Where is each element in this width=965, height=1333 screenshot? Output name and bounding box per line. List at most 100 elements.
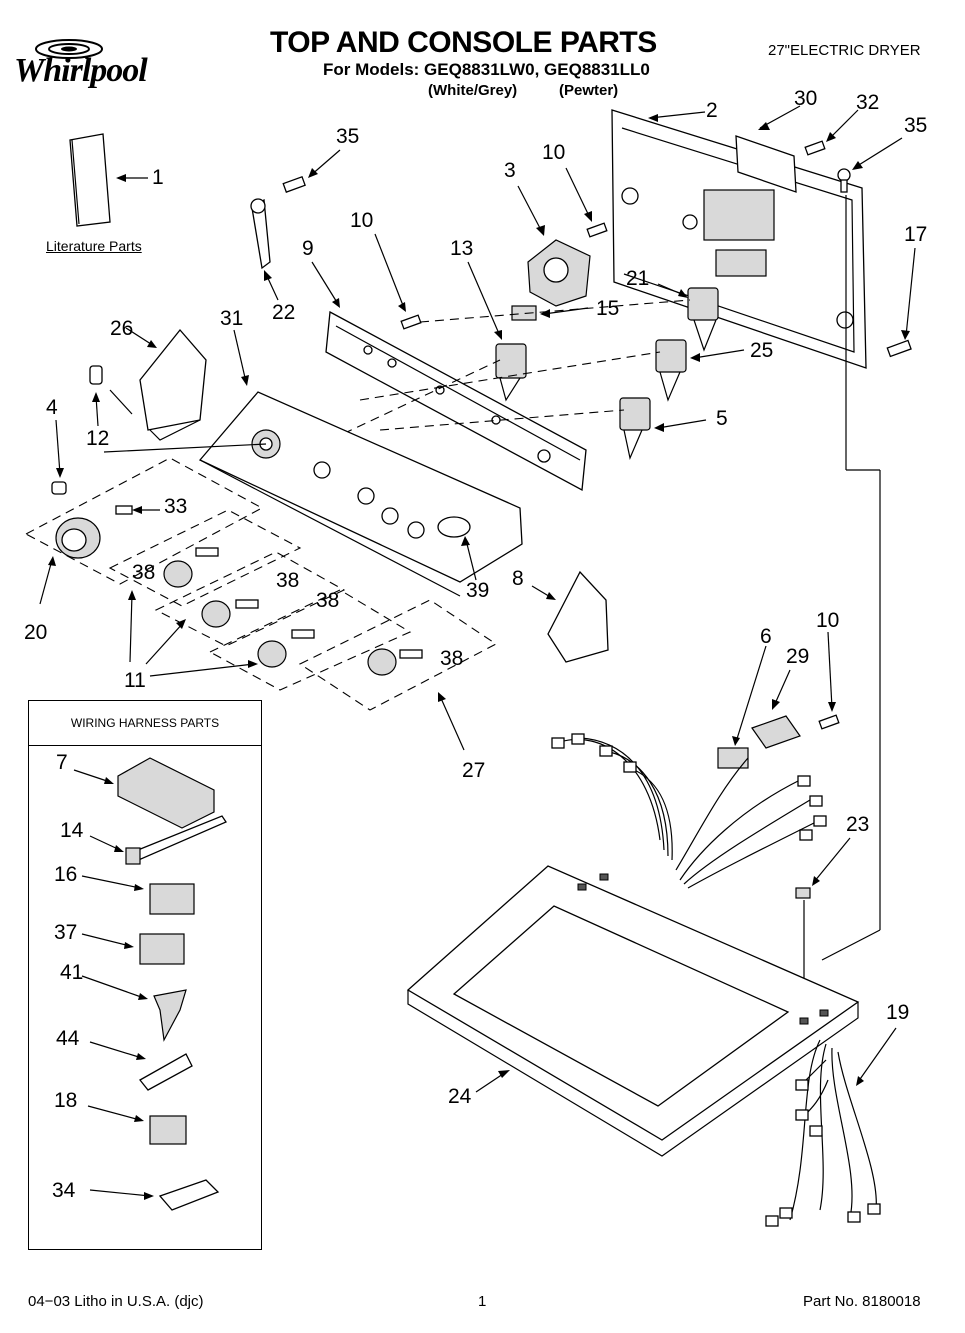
callout-32: 32 <box>856 91 880 114</box>
callout-27: 27 <box>462 759 486 782</box>
brand-name: Whirlpool <box>14 52 148 89</box>
callout-17: 17 <box>904 223 928 246</box>
models-label: For Models: GEQ8831LW0, GEQ8831LL0 <box>323 60 650 79</box>
harness-part-7 <box>117 757 215 829</box>
knob-38c <box>257 629 315 668</box>
screw-10-lower <box>818 714 840 730</box>
clip-23 <box>795 887 811 899</box>
callout-19: 19 <box>886 1001 910 1024</box>
callout-25: 25 <box>750 339 774 362</box>
callout-35-right: 35 <box>904 114 928 137</box>
screw-17 <box>886 339 912 358</box>
callout-24: 24 <box>448 1085 472 1108</box>
knob-38a <box>163 547 219 588</box>
callout-38-a: 38 <box>132 561 156 584</box>
harness-part-37 <box>139 933 185 965</box>
harness-part-44 <box>139 1053 193 1091</box>
literature-booklet <box>69 133 111 227</box>
callout-26: 26 <box>110 317 134 340</box>
product-label: 27"ELECTRIC DRYER <box>768 42 921 59</box>
callout-2: 2 <box>706 99 718 122</box>
knob-38b <box>201 599 259 628</box>
switch-25 <box>655 339 687 402</box>
harness-part-41 <box>153 989 187 1042</box>
swirl-icon <box>35 39 103 59</box>
callout-1: 1 <box>152 166 164 189</box>
part-29 <box>751 715 801 749</box>
screw-10-top <box>586 222 608 238</box>
harness-part-14 <box>125 815 227 865</box>
knob-38d <box>367 648 423 676</box>
part-15 <box>511 305 537 321</box>
callout-8: 8 <box>512 567 524 590</box>
wiring-harness-title: WIRING HARNESS PARTS <box>29 701 261 746</box>
screw-32 <box>804 140 826 156</box>
wiring-harness-parts-box: WIRING HARNESS PARTS <box>28 700 262 1250</box>
screw-35-right <box>837 168 851 193</box>
callout-34: 34 <box>52 1179 76 1202</box>
literature-parts-label: Literature Parts <box>46 238 142 254</box>
endcap-8 <box>547 570 609 663</box>
page-title: TOP AND CONSOLE PARTS <box>270 26 657 59</box>
callout-39: 39 <box>466 579 490 602</box>
callout-20: 20 <box>24 621 48 644</box>
callout-10-top: 10 <box>542 141 566 164</box>
callout-38-d: 38 <box>440 647 464 670</box>
screw-35-left <box>282 175 306 193</box>
callout-3: 3 <box>504 159 516 182</box>
timer-3 <box>527 239 591 307</box>
callout-23: 23 <box>846 813 870 836</box>
shaft-33 <box>115 505 133 515</box>
footer-page-number: 1 <box>478 1293 487 1310</box>
harness-part-34 <box>158 1179 220 1211</box>
callout-9: 9 <box>302 237 314 260</box>
dryer-top-24 <box>406 865 860 1157</box>
console-31 <box>198 391 523 583</box>
whirlpool-logo: Whirlpool <box>14 38 204 98</box>
callout-4: 4 <box>46 396 58 419</box>
harness-part-18 <box>149 1115 187 1145</box>
callout-6: 6 <box>760 625 772 648</box>
callout-31: 31 <box>220 307 244 330</box>
upper-harness <box>551 733 827 889</box>
callout-22: 22 <box>272 301 296 324</box>
callout-5: 5 <box>716 407 728 430</box>
callout-12: 12 <box>86 427 110 450</box>
callout-7: 7 <box>56 751 68 774</box>
callout-37: 37 <box>54 921 78 944</box>
footer-part-number: Part No. 8180018 <box>803 1293 921 1310</box>
callout-15: 15 <box>596 297 620 320</box>
callout-35-left: 35 <box>336 125 360 148</box>
switch-13 <box>495 343 527 402</box>
lower-harness-19 <box>765 1039 881 1227</box>
screw-10-mid <box>400 314 422 330</box>
callout-41: 41 <box>60 961 84 984</box>
callout-30: 30 <box>794 87 818 110</box>
endcap-26 <box>139 328 207 431</box>
knob-20 <box>55 517 101 559</box>
callout-44: 44 <box>56 1027 80 1050</box>
callout-10-mid: 10 <box>350 209 374 232</box>
screw-4 <box>51 481 67 495</box>
callout-29: 29 <box>786 645 810 668</box>
switch-21 <box>687 287 719 352</box>
callout-14: 14 <box>60 819 84 842</box>
callout-16: 16 <box>54 863 78 886</box>
connector-6 <box>717 747 749 769</box>
callout-13: 13 <box>450 237 474 260</box>
harness-part-16 <box>149 883 195 915</box>
callout-21: 21 <box>626 267 650 290</box>
variant-pewter: (Pewter) <box>559 82 619 99</box>
switch-5 <box>619 397 651 460</box>
callout-38-b: 38 <box>276 569 300 592</box>
callout-38-c: 38 <box>316 589 340 612</box>
callout-10-lower: 10 <box>816 609 840 632</box>
bracket-30 <box>735 135 797 193</box>
footer-litho: 04−03 Litho in U.S.A. (djc) <box>28 1293 204 1310</box>
screw-12 <box>89 365 103 385</box>
callout-18: 18 <box>54 1089 78 1112</box>
panel-cutout <box>703 189 775 241</box>
variant-white: (White/Grey) <box>428 82 518 99</box>
callout-33: 33 <box>164 495 188 518</box>
